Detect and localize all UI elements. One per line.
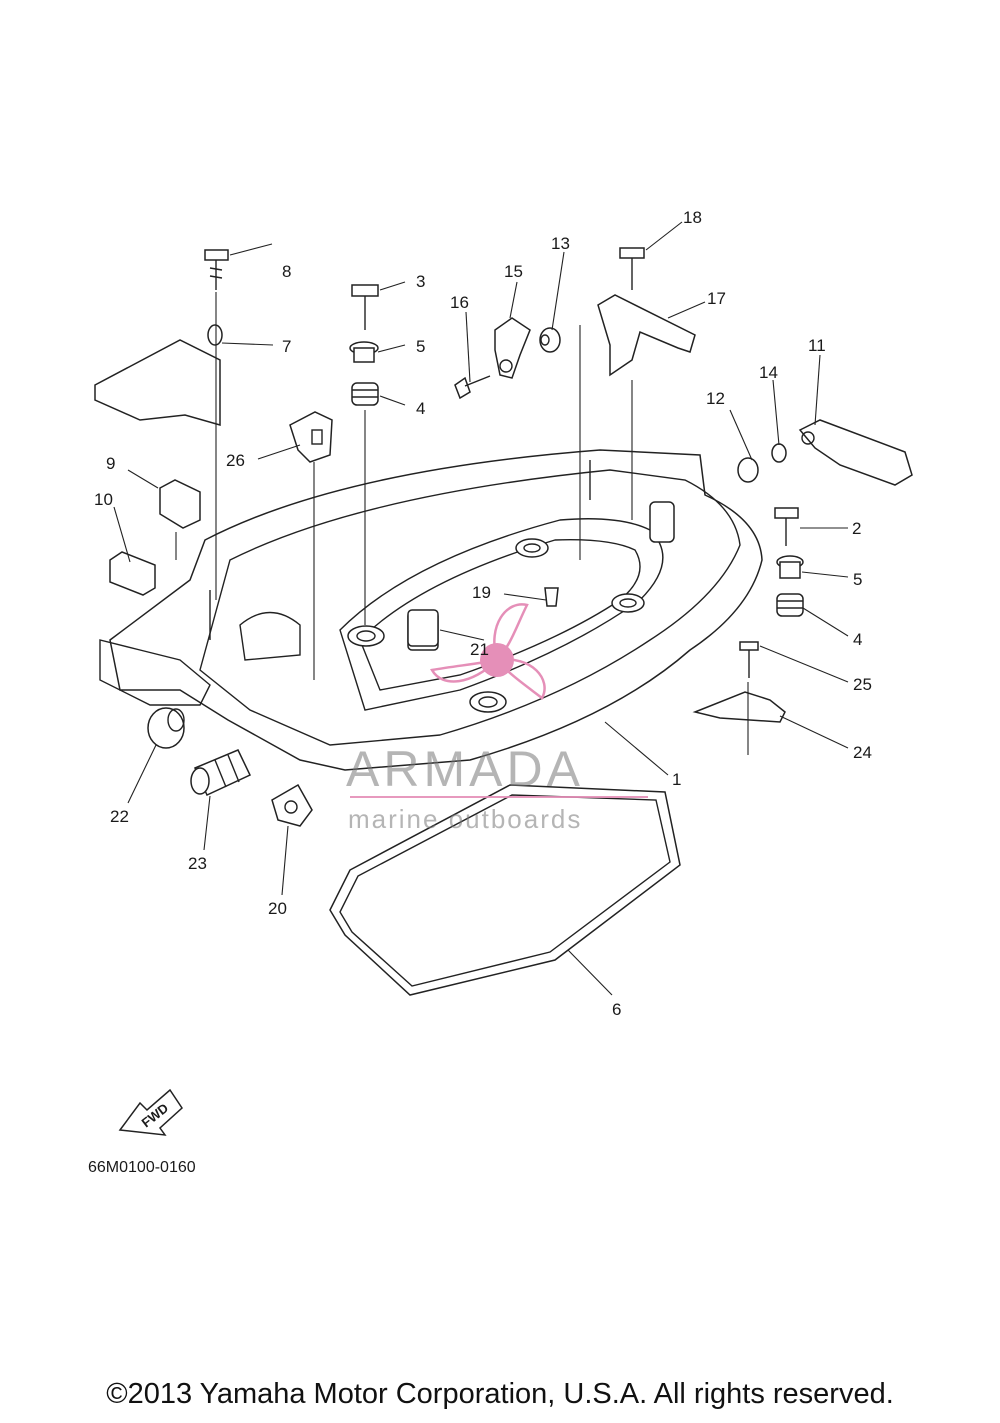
callout-7: 7: [282, 337, 291, 356]
callout-24: 24: [853, 743, 872, 762]
bolt-18: [619, 247, 645, 290]
callout-15: 15: [504, 262, 523, 281]
callout-18: 18: [683, 208, 702, 227]
bolt-25: [739, 641, 759, 678]
callouts: 1 2 3 4 4 5 5 6 7 8 9 10 11 12 13 14 15 …: [94, 208, 872, 1019]
callout-4b: 4: [853, 630, 862, 649]
rubber-seal: [329, 784, 681, 996]
screw-19: [544, 587, 559, 607]
callout-12: 12: [706, 389, 725, 408]
washer-14: [771, 443, 787, 463]
bolt-8: [204, 249, 229, 290]
bolt-2: [774, 507, 799, 546]
grommet-4b: [776, 593, 804, 617]
collar-5a: [349, 341, 379, 363]
callout-26: 26: [226, 451, 245, 470]
damper-10: [109, 551, 156, 596]
copyright-notice: ©2013 Yamaha Motor Corporation, U.S.A. A…: [106, 1378, 894, 1410]
callout-21: 21: [470, 640, 489, 659]
callout-23: 23: [188, 854, 207, 873]
part-code: 66M0100-0160: [88, 1159, 196, 1176]
watermark-brand: ARMADA: [346, 741, 584, 797]
callout-17: 17: [707, 289, 726, 308]
holder-26: [289, 411, 333, 463]
bolt-16: [454, 375, 491, 400]
propeller-logo: [430, 603, 546, 700]
grommet-23: [190, 749, 252, 797]
callout-9: 9: [106, 454, 115, 473]
callout-1: 1: [672, 770, 681, 789]
callout-16: 16: [450, 293, 469, 312]
grommet-20: [271, 783, 313, 827]
plate-24: [692, 691, 786, 723]
bushing-13: [539, 327, 561, 353]
plug-21: [407, 609, 439, 647]
callout-25: 25: [853, 675, 872, 694]
callout-11: 11: [808, 336, 826, 355]
callout-22: 22: [110, 807, 129, 826]
lever-11: [798, 419, 913, 486]
callout-3: 3: [416, 272, 425, 291]
leader-lines: [113, 221, 849, 996]
cover-9: [159, 479, 201, 529]
callout-6: 6: [612, 1000, 621, 1019]
watermark: ARMADA marine outboards: [346, 603, 648, 834]
callout-5b: 5: [853, 570, 862, 589]
plug-22: [147, 707, 185, 749]
callout-2: 2: [852, 519, 861, 538]
callout-14: 14: [759, 363, 778, 382]
grommet-4a: [351, 382, 379, 406]
callout-10: 10: [94, 490, 113, 509]
callout-4a: 4: [416, 399, 425, 418]
bushing-12: [737, 457, 759, 483]
forward-arrow-icon: FWD: [118, 1088, 183, 1136]
callout-13: 13: [551, 234, 570, 253]
plate-17: [597, 294, 696, 377]
lever-15: [494, 317, 531, 379]
callout-19: 19: [472, 583, 491, 602]
bracket-7: [94, 324, 223, 426]
callout-8: 8: [282, 262, 291, 281]
bolt-3: [351, 284, 379, 330]
collar-5b: [776, 555, 804, 579]
callout-5a: 5: [416, 337, 425, 356]
watermark-tagline: marine outboards: [348, 804, 582, 834]
callout-20: 20: [268, 899, 287, 918]
